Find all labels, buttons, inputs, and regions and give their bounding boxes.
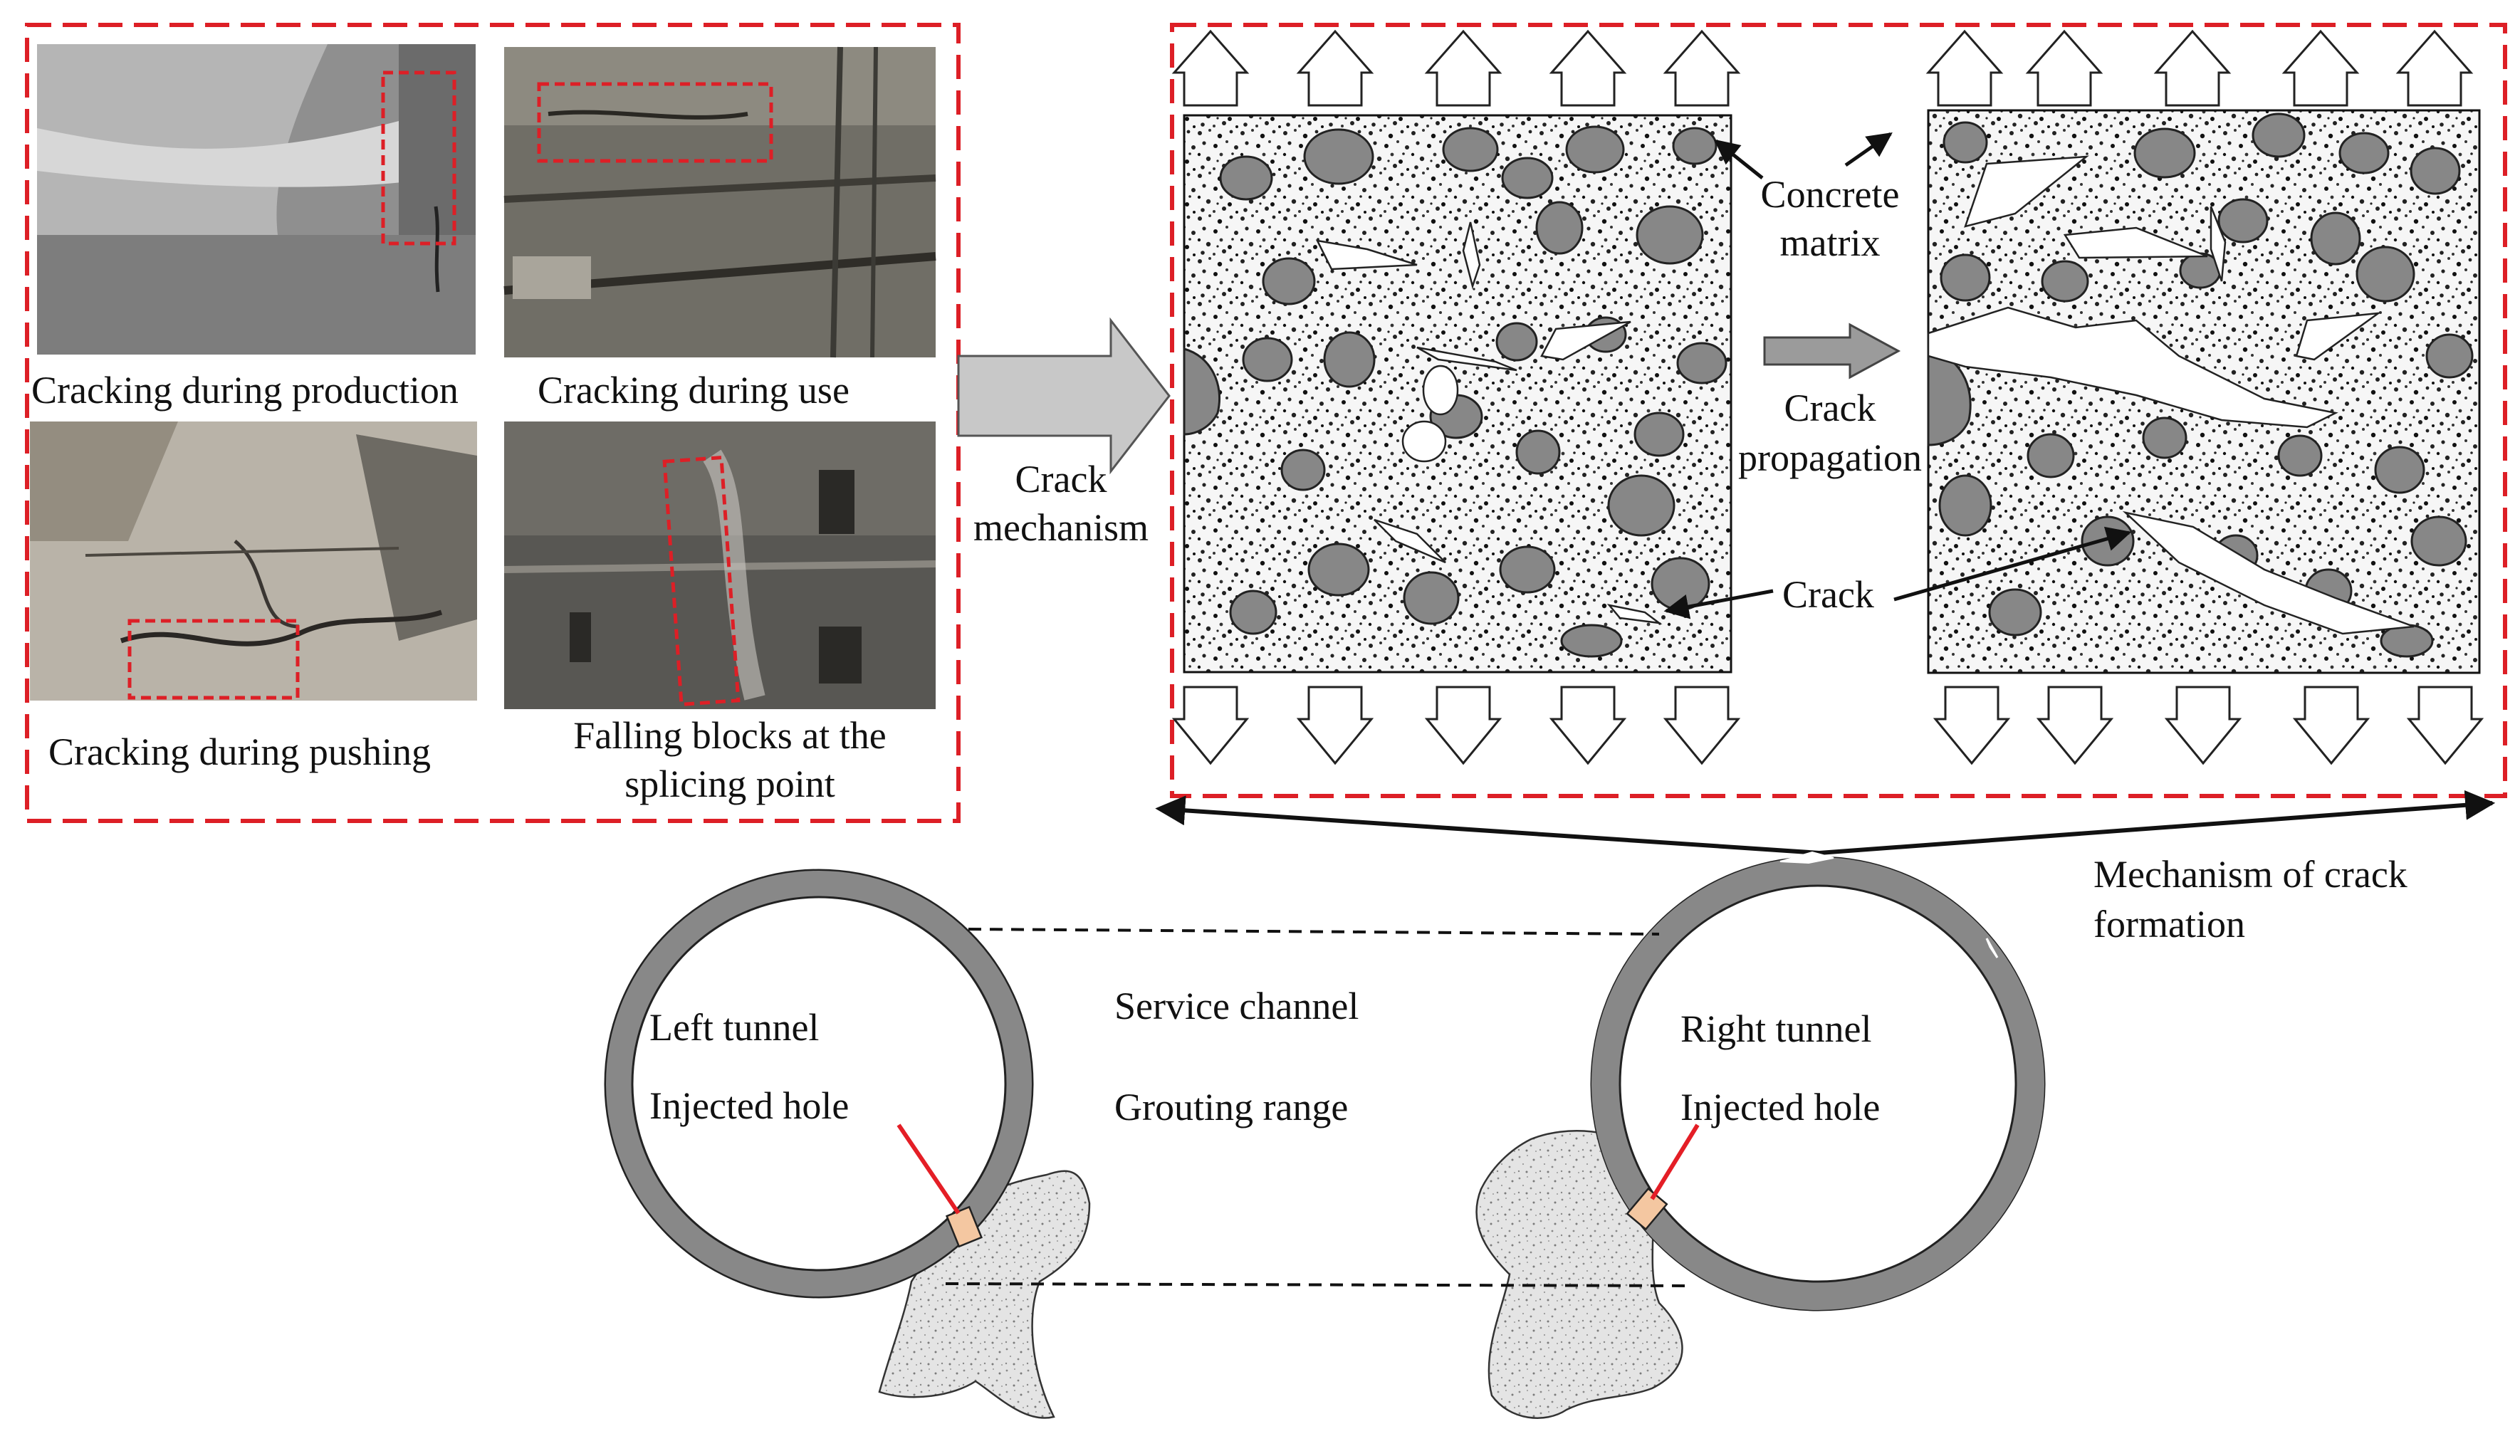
crack-mechanism-label-line1: Crack [1015,458,1107,501]
crack-mechanism-label-line2: mechanism [973,506,1149,549]
mechanism-panel-frame [1170,23,2507,798]
concrete-matrix-label-line2: matrix [1779,221,1881,264]
caption-use: Cracking during use [538,369,849,412]
concrete-pointer-right [1844,132,1893,167]
crack-propagation-label-line2: propagation [1738,436,1922,479]
caption-splicing-line1: Falling blocks at the [573,714,887,757]
right-hole-leader [1650,1124,1700,1200]
concrete-matrix-label-line1: Concrete [1760,173,1900,216]
lining-crack-mark [1779,851,1834,864]
concrete-block-initial [1183,114,1732,674]
formation-label-line2: formation [2093,903,2245,946]
crack-propagation-label-line1: Crack [1784,387,1876,429]
tension-arrows-up [1171,29,2474,107]
caption-splicing-line2: splicing point [624,763,835,805]
right-tunnel-title: Right tunnel [1680,1007,1872,1050]
service-channel-top [968,928,1660,936]
crack-pointer-left [1663,589,1774,619]
photo-pushing [30,421,477,701]
left-tunnel-inner [631,896,1007,1272]
service-channel-label: Service channel [1114,985,1359,1027]
grouting-zone-left [878,1170,1091,1419]
right-tunnel-lining [1591,857,2044,1310]
propagation-arrow [1763,323,1901,379]
photo-splicing [503,421,936,709]
right-injected-hole [1626,1187,1668,1231]
concrete-pointer-left [1714,139,1764,179]
left-hole-label: Injected hole [649,1084,849,1127]
span-arrow-left [1155,795,1820,855]
caption-pushing: Cracking during pushing [48,730,431,773]
span-arrow-right [1819,790,2496,855]
left-hole-leader [896,1124,961,1215]
concrete-block-propagated [1927,109,2481,674]
crack-mechanism-arrow [957,317,1171,475]
photo-production [37,44,476,355]
crack-pointer-right [1893,526,2132,602]
caption-production: Cracking during production [31,369,459,412]
grouting-range-label: Grouting range [1114,1086,1349,1128]
photo-use [503,46,936,358]
formation-label-line1: Mechanism of crack [2093,853,2407,896]
left-tunnel-lining [606,871,1032,1297]
right-hole-label: Injected hole [1680,1086,1881,1128]
service-channel-bottom [945,1282,1690,1287]
left-tunnel-title: Left tunnel [649,1006,820,1049]
left-tunnel-outer [604,869,1034,1299]
right-tunnel-inner [1619,884,2017,1283]
tension-arrows-down [1171,686,2484,765]
crack-label: Crack [1782,573,1874,616]
